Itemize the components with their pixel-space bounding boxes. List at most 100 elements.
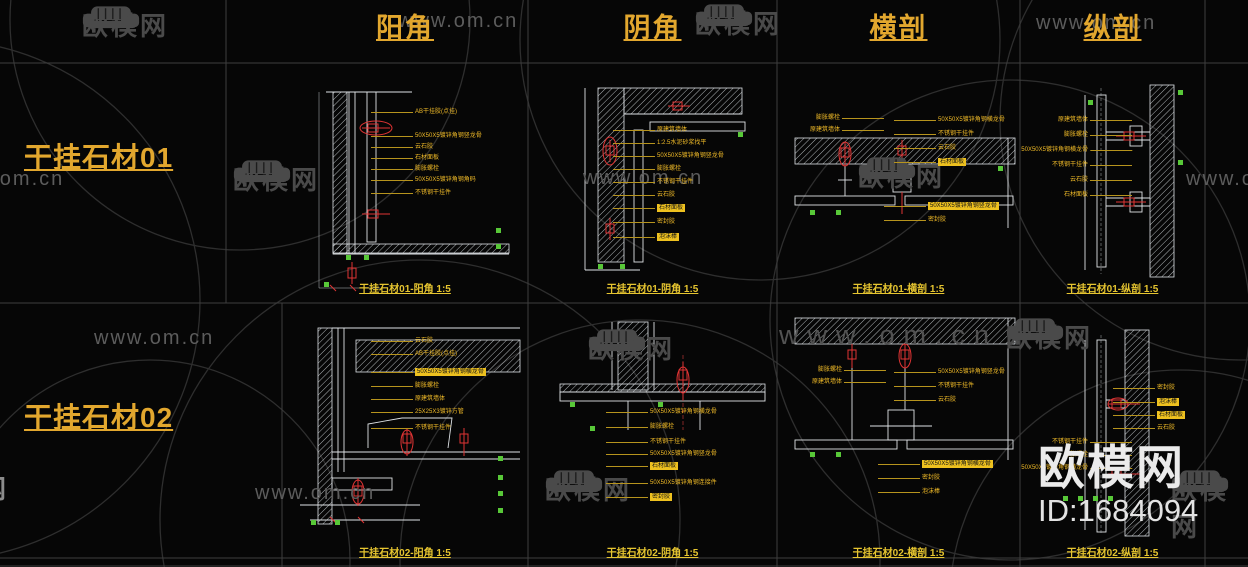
annotation-label: 原建筑墙体 [1057,117,1133,123]
annotation-label: 泡沫棒 [877,489,941,495]
annotation-label: 膨胀螺栓 [612,166,682,172]
caption-02-yangjiao: 干挂石材02-阳角 1:5 [359,548,451,559]
annotation-label: AB干挂胶(点挂) [370,109,458,115]
annotation-label: 50X50X5镀锌角钢横龙骨 [1021,147,1132,153]
site-brand-text: 欧模网 [1038,441,1185,494]
annotation-label: 25X25X3镀锌方管 [371,409,464,415]
watermark-site-text: www.om.cn [583,167,704,189]
watermark-logo: 欧模网 [1006,318,1093,355]
watermark-logo: 欧模网 [588,329,675,366]
annotation-label: 云石胶 [1069,177,1133,183]
caption-02-hengpou: 干挂石材02-横剖 1:5 [852,548,945,559]
annotation-label: 原建筑墙体 [612,127,688,133]
watermark-site-text: www.om.cn [0,168,65,190]
annotation-label: 原建筑墙体 [811,379,887,385]
annotation-label: 云石胶 [893,145,957,151]
annotation-label: 云石胶 [893,397,957,403]
sofa-icon [588,329,646,356]
detail-02-hengpou [794,317,1016,460]
annotation-label: 50X50X5镀锌角钢横龙骨 [606,409,717,415]
annotation-label: 50X50X5镀锌角钢横龙骨 [371,368,486,376]
annotation-label: 云石胶 [1112,425,1176,431]
annotation-label: 不锈钢干挂件 [605,439,687,445]
annotation-label: 不锈钢干挂件 [370,425,452,431]
watermark-site-text: www.om.cn [255,482,376,504]
annotation-label: 50X50X5镀锌角钢横龙骨 [894,117,1005,123]
annotation-label: 不锈钢干挂件 [1051,439,1133,445]
column-header-zongpou: 纵剖 [1083,13,1142,43]
watermark-logo: 欧模网 [695,4,782,41]
annotation-label: 膨胀螺栓 [370,383,440,389]
annotation-label: 不锈钢干挂件 [612,179,694,185]
caption-02-zongpou: 干挂石材02-纵剖 1:5 [1066,548,1159,559]
annotation-label: 膨胀螺栓 [815,115,885,121]
sofa-icon [1006,318,1064,345]
watermark-logo: 欧模网 [545,470,632,507]
annotation-label: 50X50X5镀锌角钢竖龙骨 [613,153,724,159]
annotation-label: 密封胶 [612,219,676,225]
annotation-label: 不锈钢干挂件 [893,131,975,137]
annotation-label: 50X50X5镀锌角钢竖龙骨 [884,202,999,210]
watermark-brand-text: 欧模网 [0,469,9,506]
annotation-label: 原建筑墙体 [809,127,885,133]
detail-02-yangjiao [300,327,521,525]
site-id-text: ID:1684094 [1038,493,1199,528]
annotation-label: 密封胶 [1112,385,1176,391]
annotation-label: 不锈钢干挂件 [893,383,975,389]
annotation-label: 密封胶 [883,217,947,223]
detail-02-yinjiao [559,321,766,431]
annotation-label: 石材面板 [1112,411,1186,419]
annotation-label: 50X50X5镀锌角钢竖龙骨 [894,369,1005,375]
annotation-label: 云石胶 [370,338,434,344]
annotation-label: 泡沫棒 [612,233,680,241]
caption-02-yinjiao: 干挂石材02-阴角 1:5 [606,548,699,559]
annotation-label: 50X50X5镀锌角钢连接件 [606,480,717,486]
watermark-site-text: www.om.cn [1186,168,1248,190]
annotation-label: 膨胀螺栓 [605,424,675,430]
site-watermark-big: 欧模网 ID:1684094 [1038,442,1198,528]
sofa-icon [545,470,603,497]
annotation-label: 云石胶 [370,144,434,150]
row-label-stone-02: 干挂石材02 [24,402,174,433]
annotation-label: 50X50X5镀锌角钢横龙骨 [878,460,993,468]
annotation-label: 50X50X5镀锌角钢竖龙骨 [606,451,717,457]
sofa-icon [858,157,916,184]
detail-02-zongpou [1063,329,1150,537]
detail-01-zongpou [1084,84,1183,278]
annotation-label: 原建筑墙体 [370,396,446,402]
annotation-label: 石材面板 [612,204,686,212]
caption-01-zongpou: 干挂石材01-纵剖 1:5 [1066,284,1159,295]
sofa-icon [695,4,753,31]
caption-01-hengpou: 干挂石材01-横剖 1:5 [852,284,945,295]
annotation-label: 膨胀螺栓 [370,166,440,172]
watermark-logo: 欧模网 [233,160,320,197]
annotation-label: 石材面板 [1063,192,1133,198]
watermark-site-text: www.om.cn [398,10,519,32]
annotation-label: 不锈钢干挂件 [370,190,452,196]
row-label-stone-01: 干挂石材01 [24,142,174,173]
watermark-logo: 欧模网 [858,157,945,194]
watermark-logo: 欧模网 [1171,470,1248,544]
annotation-label: 50X50X5镀锌角钢角码 [371,177,476,183]
annotation-label: 50X50X5镀锌角钢横龙骨 [1021,465,1132,471]
annotation-label: 云石胶 [612,192,676,198]
annotation-label: 50X50X5镀锌角钢竖龙骨 [371,133,482,139]
annotation-label: 膨胀螺栓 [817,367,887,373]
detail-01-yangjiao [318,91,510,292]
annotation-label: 膨胀螺栓 [1063,452,1133,458]
annotation-label: 泡沫棒 [1112,398,1180,406]
watermark-logo: 欧模网 [0,469,9,506]
watermark-site-text: www.om.cn [1036,12,1157,34]
annotation-label: 密封胶 [877,475,941,481]
column-header-hengpou: 横剖 [869,13,928,43]
annotation-label: 不锈钢干挂件 [1051,162,1133,168]
column-header-yangjiao: 阳角 [376,13,434,43]
caption-01-yangjiao: 干挂石材01-阳角 1:5 [359,284,451,295]
column-header-yinjiao: 阴角 [623,13,682,43]
watermark-site-text: www.om.cn [779,320,999,350]
sofa-icon [82,6,140,33]
annotation-label: 密封胶 [605,493,673,501]
